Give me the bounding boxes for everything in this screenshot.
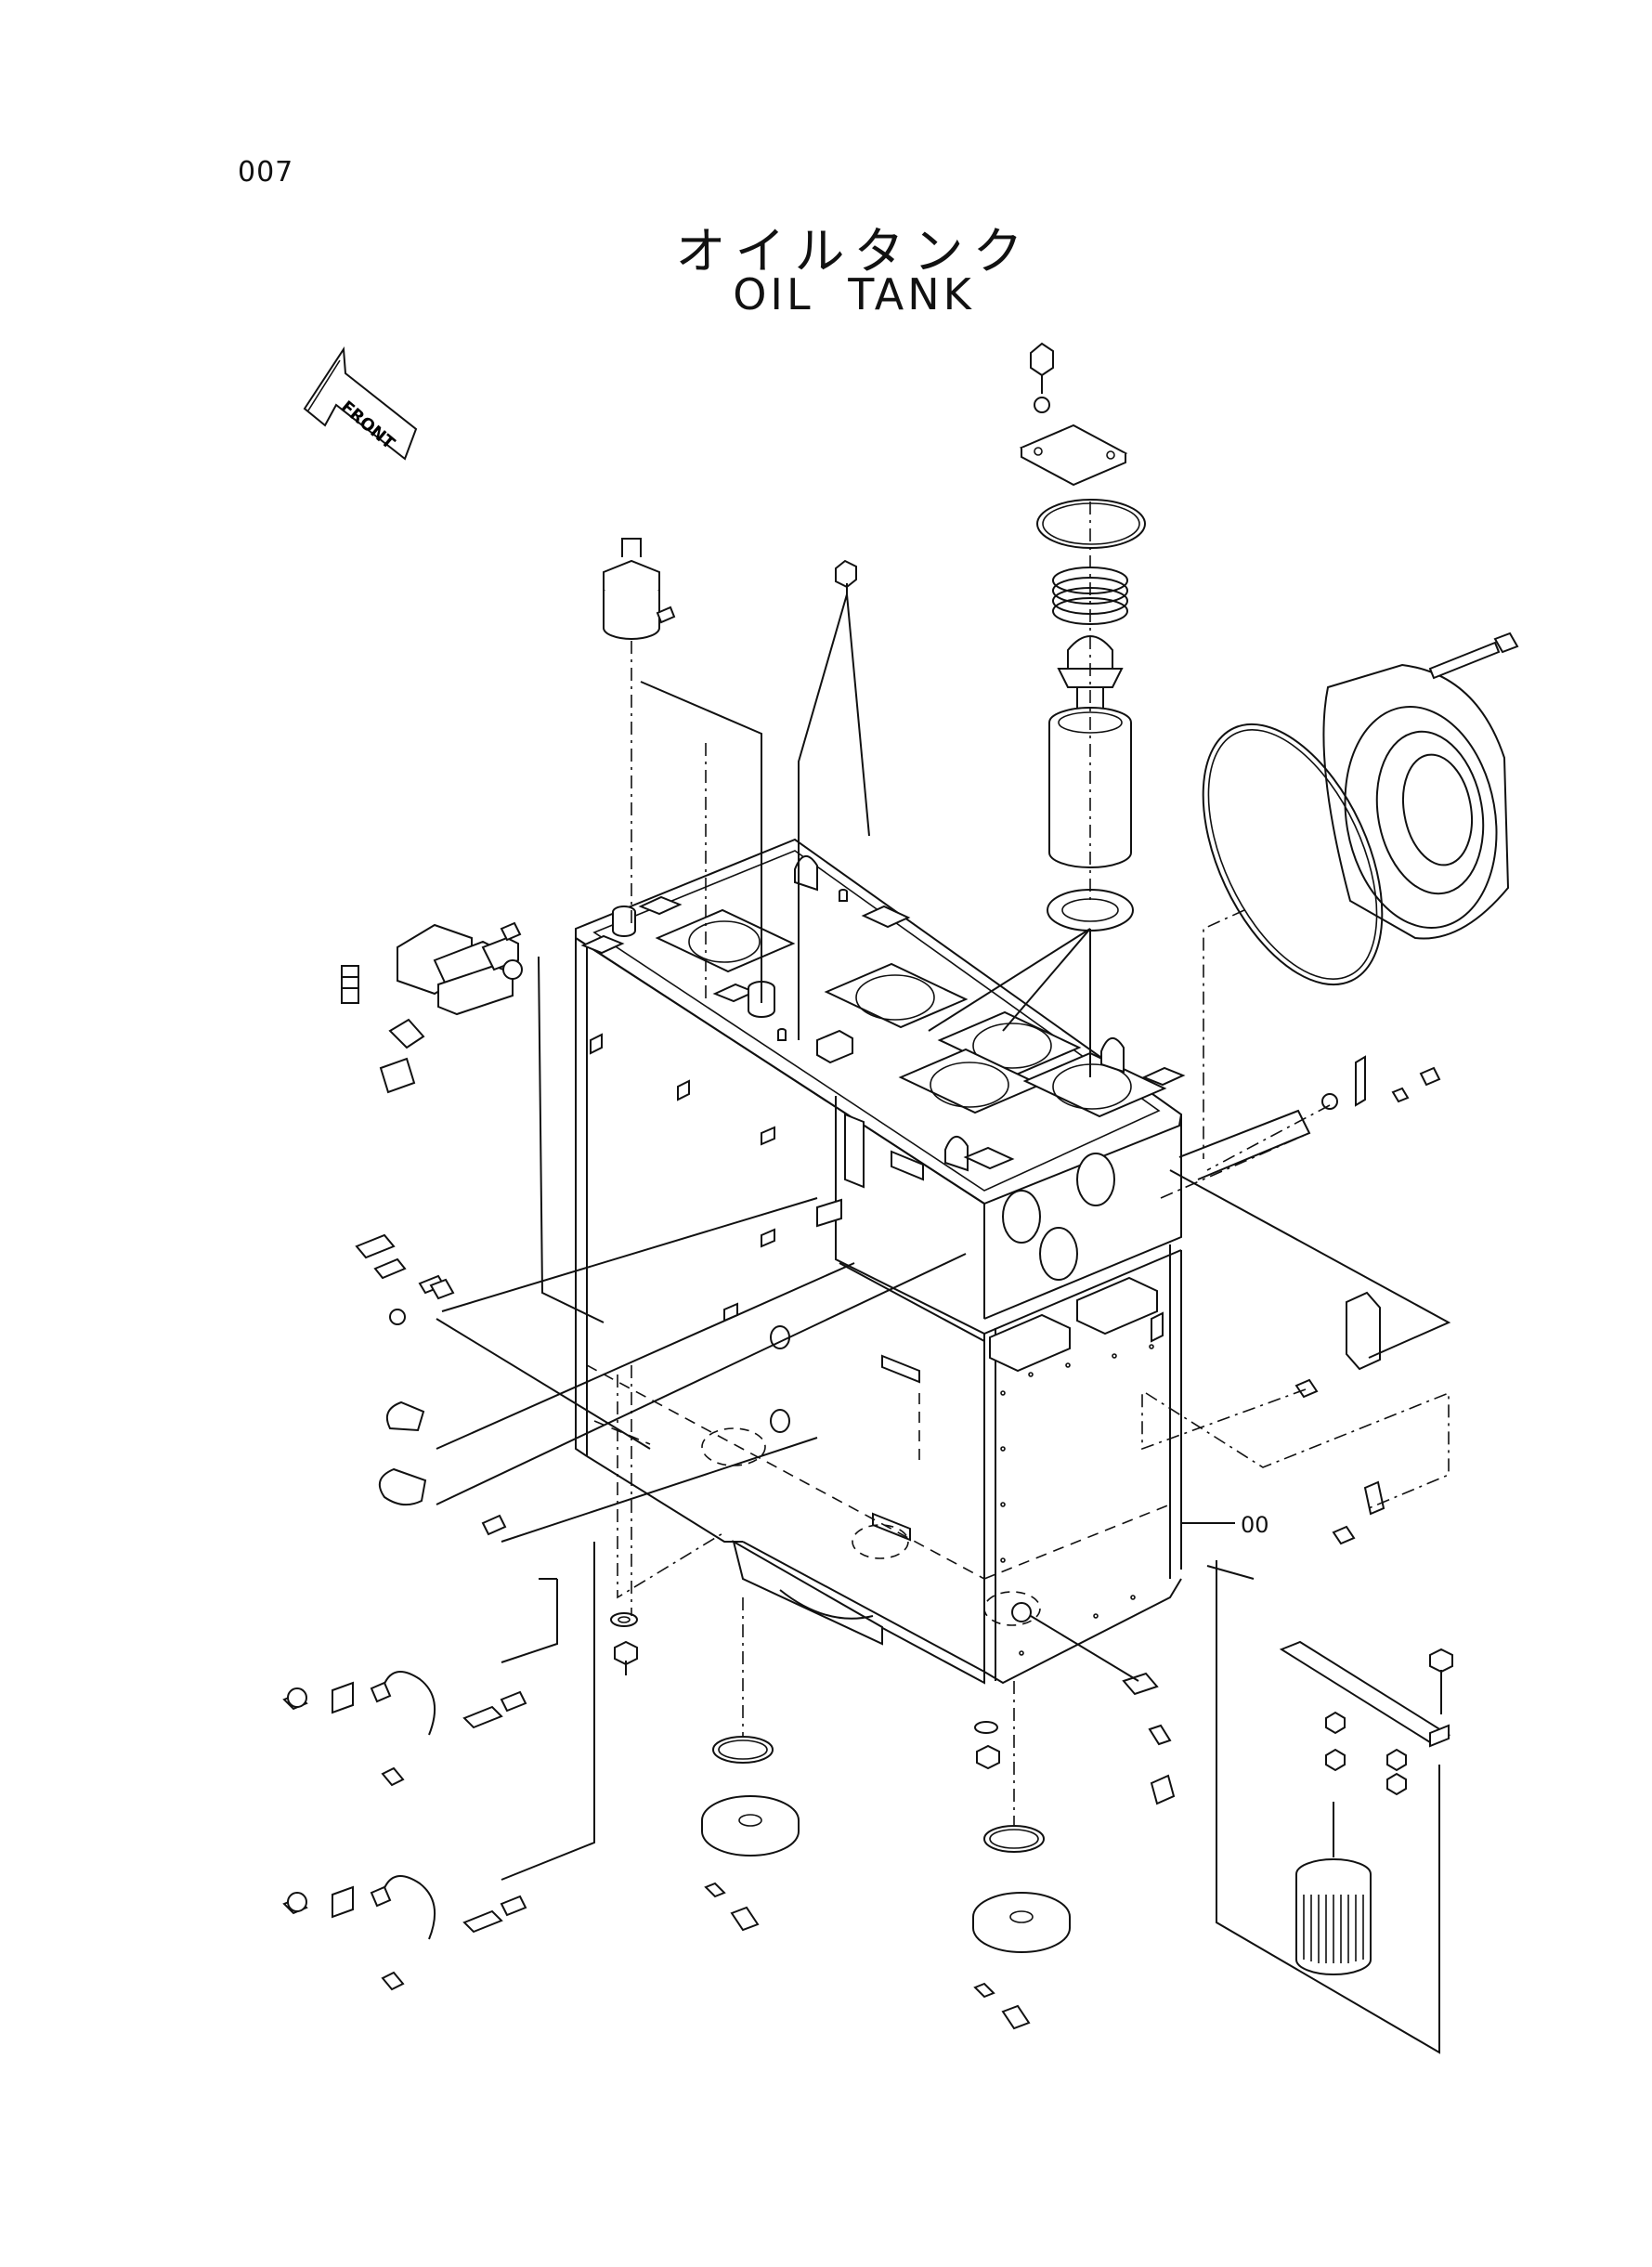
drain-elbow-fittings [1124,1674,1174,1804]
drain-bolt-set [611,1613,637,1675]
right-brackets [1296,1057,1439,1544]
page-title-english: OIL TANK [733,269,975,319]
left-fittings [357,1235,505,1534]
part-callout-00: 00 [1241,1512,1269,1538]
page-title-japanese: オイルタンク [675,222,1033,280]
suction-flange-right [973,1722,1070,2028]
side-cover-assembly [1166,633,1517,1012]
top-openings [583,856,1183,1170]
top-bolt [836,561,856,598]
top-cover-assembly [1021,344,1145,931]
breather-cap [604,539,674,639]
solenoid-valve-assembly [342,923,522,1092]
sensor-harness-upper [284,1672,526,1785]
oil-tank-body [576,840,1183,1683]
page-number: 007 [238,156,294,189]
return-filter-assembly [1281,1642,1452,1974]
leader-lines [436,502,1449,2052]
suction-flange-left [702,1737,799,1930]
sensor-harness-lower [284,1876,526,1989]
front-direction-arrow-icon: FRONT [305,349,416,459]
